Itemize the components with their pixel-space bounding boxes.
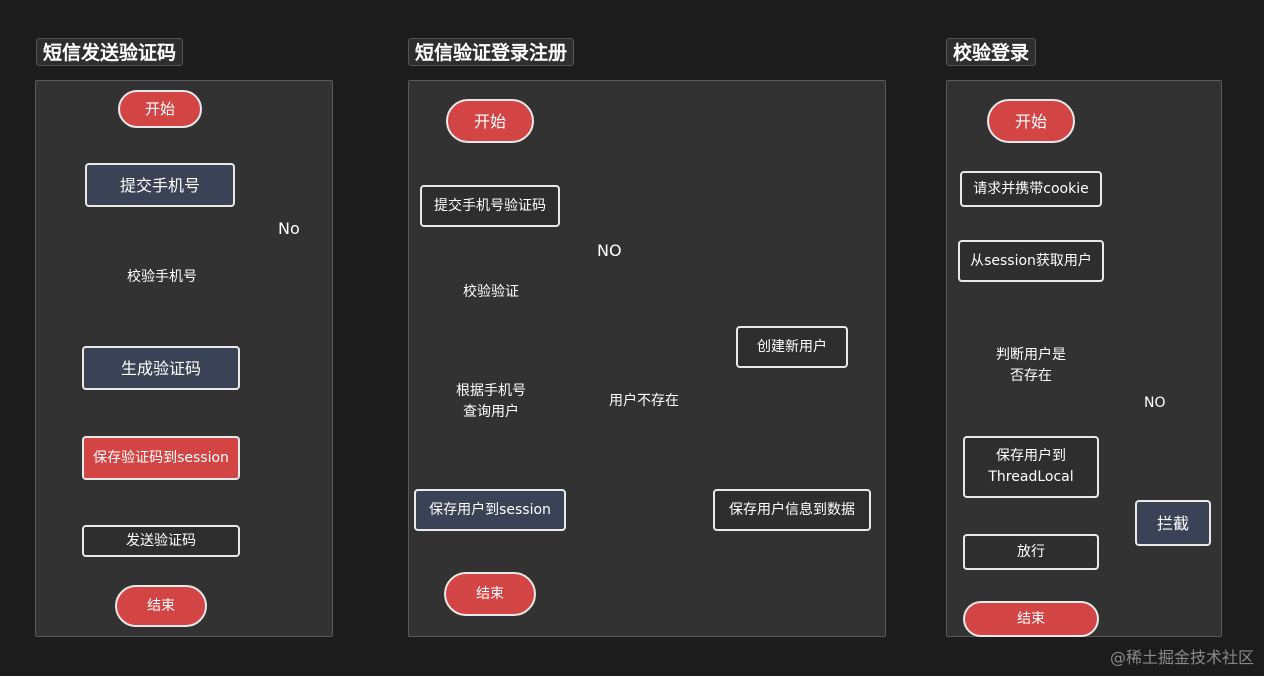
flow2-query-user[interactable]: 根据手机号查询用户 [456,383,526,420]
flow2-not-exist-label: 用户不存在 [609,393,679,409]
flow2-check-code[interactable]: 校验验证 [463,283,519,300]
flow3-pass[interactable]: 放行 [963,534,1099,570]
flow3-no-label: NO [1144,395,1166,411]
flow2-save-user-session[interactable]: 保存用户到session [414,489,566,531]
flow1-save-session[interactable]: 保存验证码到session [82,436,240,480]
flow1-check-phone[interactable]: 校验手机号 [127,268,197,285]
watermark: @稀土掘金技术社区 [1109,648,1254,667]
flow2-save-user-info[interactable]: 保存用户信息到数据 [713,489,871,531]
flow1-no-label: No [278,219,300,238]
flow2-no-label: NO [597,241,622,260]
flow3-end[interactable]: 结束 [963,601,1099,637]
flow2-end[interactable]: 结束 [444,572,536,616]
flow1-start[interactable]: 开始 [118,90,202,128]
flow1-generate-code[interactable]: 生成验证码 [82,346,240,390]
flow2-title: 短信验证登录注册 [408,38,575,66]
flow2-start[interactable]: 开始 [446,99,534,143]
flow3-request-cookie[interactable]: 请求并携带cookie [960,171,1102,207]
flow3-title: 校验登录 [946,38,1037,66]
flow3-get-user-session[interactable]: 从session获取用户 [958,240,1104,282]
flow1-submit-phone[interactable]: 提交手机号 [85,163,235,207]
flow2-create-user[interactable]: 创建新用户 [736,326,848,368]
flow3-intercept[interactable]: 拦截 [1135,500,1211,546]
flow1-title: 短信发送验证码 [36,38,184,66]
flow3-start[interactable]: 开始 [987,99,1075,143]
flow1-send-code[interactable]: 发送验证码 [82,525,240,557]
flow1-end[interactable]: 结束 [115,585,207,627]
flow3-judge-user-exists[interactable]: 判断用户是否存在 [996,347,1066,384]
flow2-submit-phone-code[interactable]: 提交手机号验证码 [420,185,560,227]
